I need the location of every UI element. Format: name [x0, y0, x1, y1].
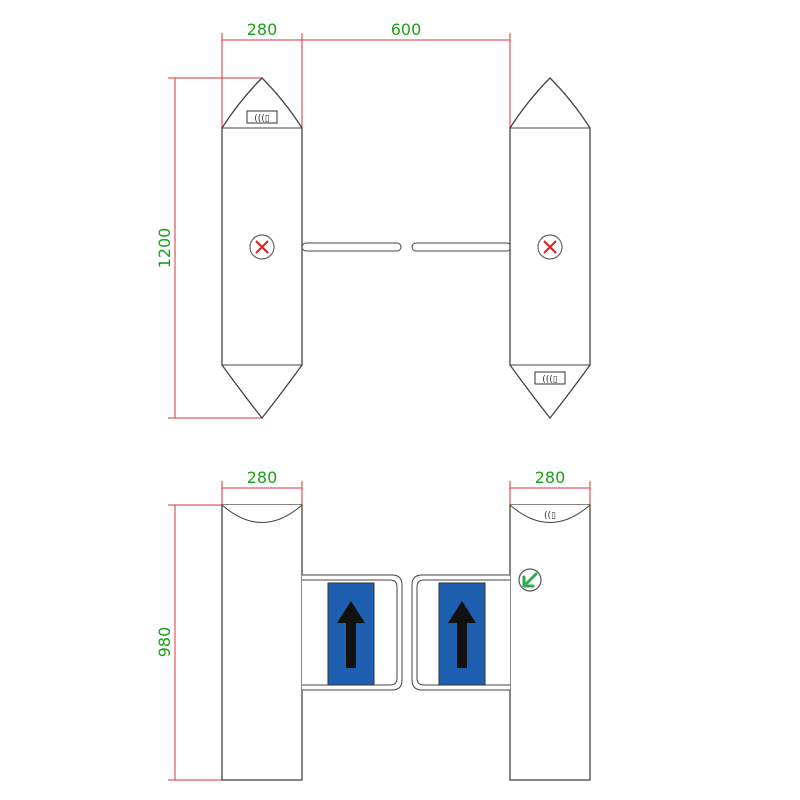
dim-height: 980	[155, 504, 222, 781]
dim-right-cabinet-width: 280	[509, 468, 591, 505]
plan-view: 280 600 1200 (((▯	[155, 20, 591, 420]
up-arrow-icon	[448, 601, 476, 668]
dim-left-cabinet-width: 280	[221, 468, 303, 505]
right-gate-arm-plan	[411, 242, 512, 252]
dim-cabinet-width: 280	[221, 20, 303, 145]
dim-label-cabinet-length: 1200	[155, 228, 174, 269]
dim-label-passage-width: 600	[391, 20, 422, 39]
up-arrow-icon	[337, 601, 365, 668]
svg-text:(((▯: (((▯	[542, 375, 558, 385]
svg-text:((▯: ((▯	[544, 511, 556, 521]
dim-label-right-cabinet-width: 280	[535, 468, 566, 487]
right-swing-gate	[411, 574, 510, 691]
dim-cabinet-length: 1200	[155, 77, 262, 419]
stop-x-icon	[249, 234, 275, 260]
left-gate-arm-plan	[301, 242, 402, 252]
card-reader-icon: ((▯	[544, 511, 556, 521]
right-cabinet-elevation: ((▯	[509, 504, 591, 781]
left-swing-gate	[302, 574, 403, 691]
dim-passage-width: 600	[302, 20, 511, 128]
card-reader-icon: (((▯	[534, 371, 566, 385]
dim-label-cabinet-width: 280	[247, 20, 278, 39]
dim-label-left-cabinet-width: 280	[247, 468, 278, 487]
dim-label-height: 980	[155, 627, 174, 658]
left-cabinet-elevation	[221, 504, 303, 781]
right-cabinet-plan: (((▯	[509, 77, 591, 420]
card-reader-icon: (((▯	[246, 110, 278, 124]
stop-x-icon	[537, 234, 563, 260]
elevation-view: 280 280 980 ((▯	[155, 468, 591, 781]
green-arrow-icon	[518, 568, 542, 592]
left-cabinet-plan: (((▯	[221, 77, 303, 420]
svg-text:(((▯: (((▯	[254, 114, 270, 124]
